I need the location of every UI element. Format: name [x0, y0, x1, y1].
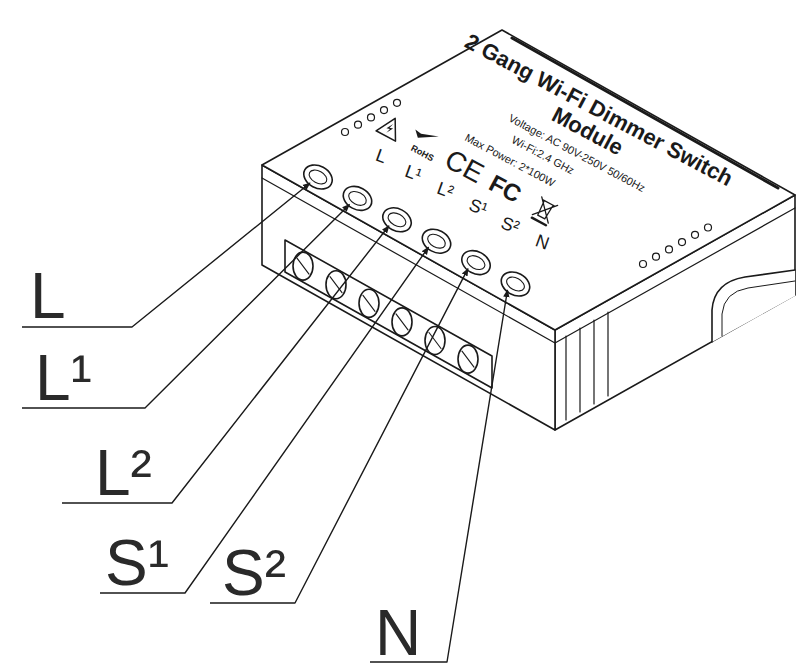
- leader-lines: [22, 183, 508, 662]
- vent-dots: [342, 99, 712, 267]
- bevel-line: [262, 178, 795, 343]
- check-symbol: [413, 125, 439, 146]
- terminal-marking: L¹: [402, 162, 424, 186]
- callout-label: S²: [222, 541, 286, 605]
- callout-label: L: [30, 264, 66, 328]
- weee-bin-symbol: [531, 197, 558, 226]
- callout-label: S¹: [105, 531, 169, 595]
- terminal-marking: N: [533, 231, 552, 254]
- rib-lines: [566, 312, 608, 420]
- cert-mark: FC: [485, 170, 526, 208]
- callout-label: N: [375, 601, 421, 665]
- terminal-holes: [300, 160, 534, 301]
- terminal-marking: L: [373, 146, 389, 168]
- cutout-fill: [712, 270, 795, 342]
- terminal-marking: S¹: [466, 196, 490, 221]
- callout-label: L²: [95, 441, 152, 505]
- terminal-marking: S²: [498, 213, 522, 238]
- cutout-depth: [722, 281, 795, 336]
- screw-channel: [285, 240, 492, 388]
- cutout-edge: [712, 270, 795, 342]
- terminal-marking: L²: [434, 179, 456, 203]
- cert-mark: RoHS: [409, 144, 435, 164]
- warning-symbol: [376, 113, 405, 141]
- callout-label: L¹: [35, 346, 92, 410]
